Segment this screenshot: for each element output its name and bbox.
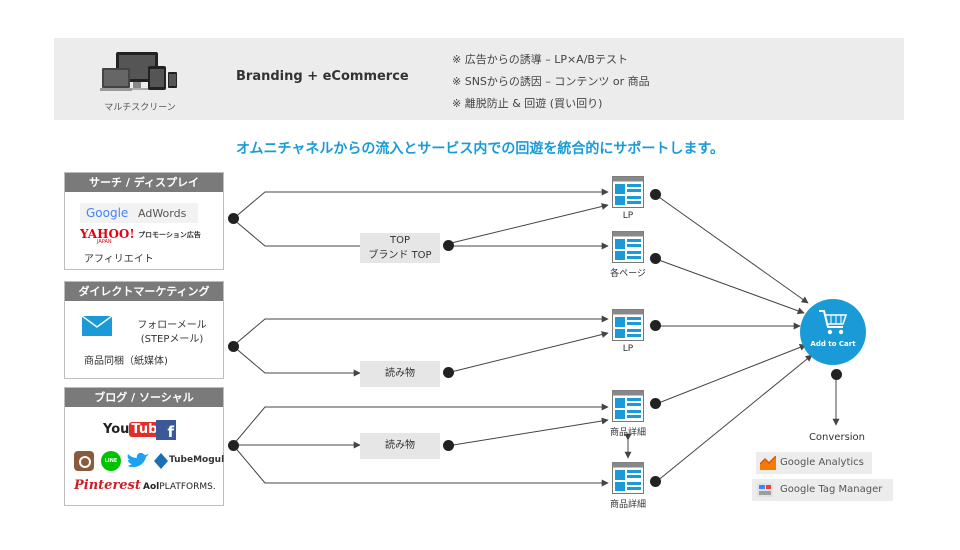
connector-line bbox=[446, 417, 609, 447]
connector-line bbox=[446, 331, 609, 374]
connector-line bbox=[232, 188, 609, 220]
header-bullet: ※ SNSからの誘因 – コンテンツ or 商品 bbox=[452, 75, 650, 88]
junction-dot bbox=[650, 253, 661, 264]
junction-dot bbox=[650, 476, 661, 487]
product-detail-label: 商品詳細 bbox=[609, 500, 646, 510]
connector-line bbox=[655, 344, 807, 405]
lp-label: LP bbox=[622, 344, 634, 354]
junction-dot bbox=[831, 369, 842, 380]
device-caption: マルチスクリーン bbox=[104, 103, 176, 113]
content-box-2: 読み物 bbox=[360, 433, 440, 459]
junction-dot bbox=[650, 398, 661, 409]
google-logo-text: Google bbox=[86, 206, 129, 220]
product-detail-label: 商品詳細 bbox=[609, 428, 646, 438]
conversion-label: Conversion bbox=[808, 432, 866, 443]
lp-label: LP bbox=[622, 211, 634, 221]
tubemogul-text: TubeMogul bbox=[169, 455, 225, 465]
yahoo-logo: YAHOO! bbox=[80, 227, 135, 241]
connector-line bbox=[655, 354, 813, 483]
connector-line bbox=[446, 203, 609, 245]
line-icon: LINE bbox=[101, 451, 121, 471]
instagram-icon bbox=[74, 451, 94, 471]
analytics-icon bbox=[760, 456, 776, 470]
junction-dot bbox=[650, 320, 661, 331]
facebook-icon: f bbox=[156, 420, 176, 441]
analytics-text: Google Analytics bbox=[780, 457, 864, 468]
connector-line bbox=[232, 403, 609, 446]
headline: オムニチャネルからの流入とサービス内での回遊を統合的にサポートします。 bbox=[235, 141, 725, 157]
adwords-text: AdWords bbox=[138, 207, 187, 220]
panel-title: ブログ / ソーシャル bbox=[65, 388, 223, 407]
header-bullet: ※ 広告からの誘導 – LP×A/Bテスト bbox=[452, 53, 628, 66]
header-band bbox=[54, 38, 904, 120]
connector-line bbox=[655, 258, 805, 315]
tag-manager-icon bbox=[757, 483, 773, 497]
tag-manager-text: Google Tag Manager bbox=[780, 484, 883, 495]
junction-dot bbox=[228, 440, 239, 451]
tubemogul-icon bbox=[154, 453, 168, 469]
panel-blog-social: ブログ / ソーシャル bbox=[64, 387, 224, 506]
product-detail-page-icon bbox=[612, 390, 644, 422]
mail-icon bbox=[82, 316, 112, 336]
junction-dot bbox=[443, 367, 454, 378]
junction-dot bbox=[228, 213, 239, 224]
multi-screen-devices-icon bbox=[100, 52, 177, 91]
insert-paper-text: 商品同梱（紙媒体) bbox=[84, 356, 168, 367]
add-to-cart-node bbox=[800, 299, 866, 365]
follow-mail-text: フォローメール bbox=[137, 320, 207, 331]
yahoo-japan-text: JAPAN bbox=[97, 239, 112, 245]
google-analytics-logo: Google Analytics bbox=[756, 452, 872, 474]
adwords-logo bbox=[80, 203, 198, 223]
product-detail-page-icon bbox=[612, 462, 644, 494]
each-page-label: 各ページ bbox=[610, 269, 646, 279]
top-label: TOP bbox=[389, 235, 410, 246]
each-page-icon bbox=[612, 231, 644, 263]
junction-dot bbox=[650, 189, 661, 200]
aol-platforms-logo: AolPLATFORMS. bbox=[143, 482, 216, 492]
connector-line bbox=[232, 345, 361, 377]
connector-line bbox=[655, 194, 809, 304]
junction-dot bbox=[443, 240, 454, 251]
branding-title: Branding + eCommerce bbox=[236, 69, 409, 84]
brand-top-label: ブランド TOP bbox=[368, 250, 432, 261]
affiliate-text: アフィリエイト bbox=[84, 254, 154, 265]
top-page-box: TOP ブランド TOP bbox=[360, 233, 440, 263]
lp-page-icon bbox=[612, 176, 644, 208]
content-box-1: 読み物 bbox=[360, 361, 440, 387]
header-bullet: ※ 離脱防止 & 回遊 (買い回り) bbox=[452, 97, 603, 110]
panel-title: ダイレクトマーケティング bbox=[65, 282, 223, 301]
add-to-cart-label: Add to Cart bbox=[810, 340, 856, 348]
google-tag-manager-logo: Google Tag Manager bbox=[752, 479, 893, 501]
junction-dot bbox=[443, 440, 454, 451]
junction-dot bbox=[228, 341, 239, 352]
panel-title: サーチ / ディスプレイ bbox=[65, 173, 223, 192]
shopping-cart-icon bbox=[819, 310, 848, 335]
connector-line bbox=[232, 444, 609, 487]
twitter-icon bbox=[127, 452, 149, 468]
connector-line bbox=[232, 218, 360, 247]
yahoo-promo-text: プロモーション広告 bbox=[138, 231, 201, 239]
step-mail-text: (STEPメール) bbox=[140, 334, 204, 345]
pinterest-logo: Pinterest bbox=[74, 478, 141, 493]
connector-line bbox=[232, 315, 609, 347]
lp-page-icon bbox=[612, 309, 644, 341]
